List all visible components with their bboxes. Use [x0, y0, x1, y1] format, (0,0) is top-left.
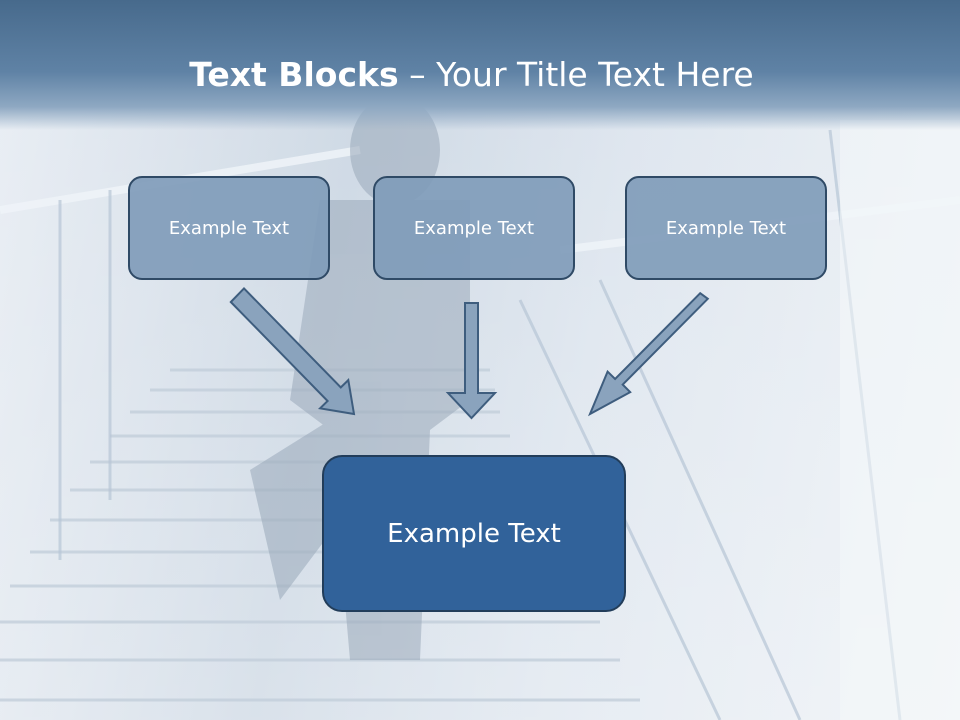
text-block-left[interactable]: Example Text: [128, 176, 330, 280]
text-block-center[interactable]: Example Text: [373, 176, 575, 280]
arrow-center: [445, 302, 498, 420]
title-separator: –: [398, 55, 437, 94]
title-bold-part: Text Blocks: [189, 55, 399, 94]
text-block-main[interactable]: Example Text: [322, 455, 626, 612]
text-block-right[interactable]: Example Text: [625, 176, 827, 280]
arrow-left: [229, 286, 356, 416]
title-rest-part: Your Title Text Here: [436, 55, 754, 94]
title-bar: [0, 0, 960, 130]
arrow-right: [587, 291, 710, 417]
slide-title: Text Blocks – Your Title Text Here: [0, 54, 943, 96]
